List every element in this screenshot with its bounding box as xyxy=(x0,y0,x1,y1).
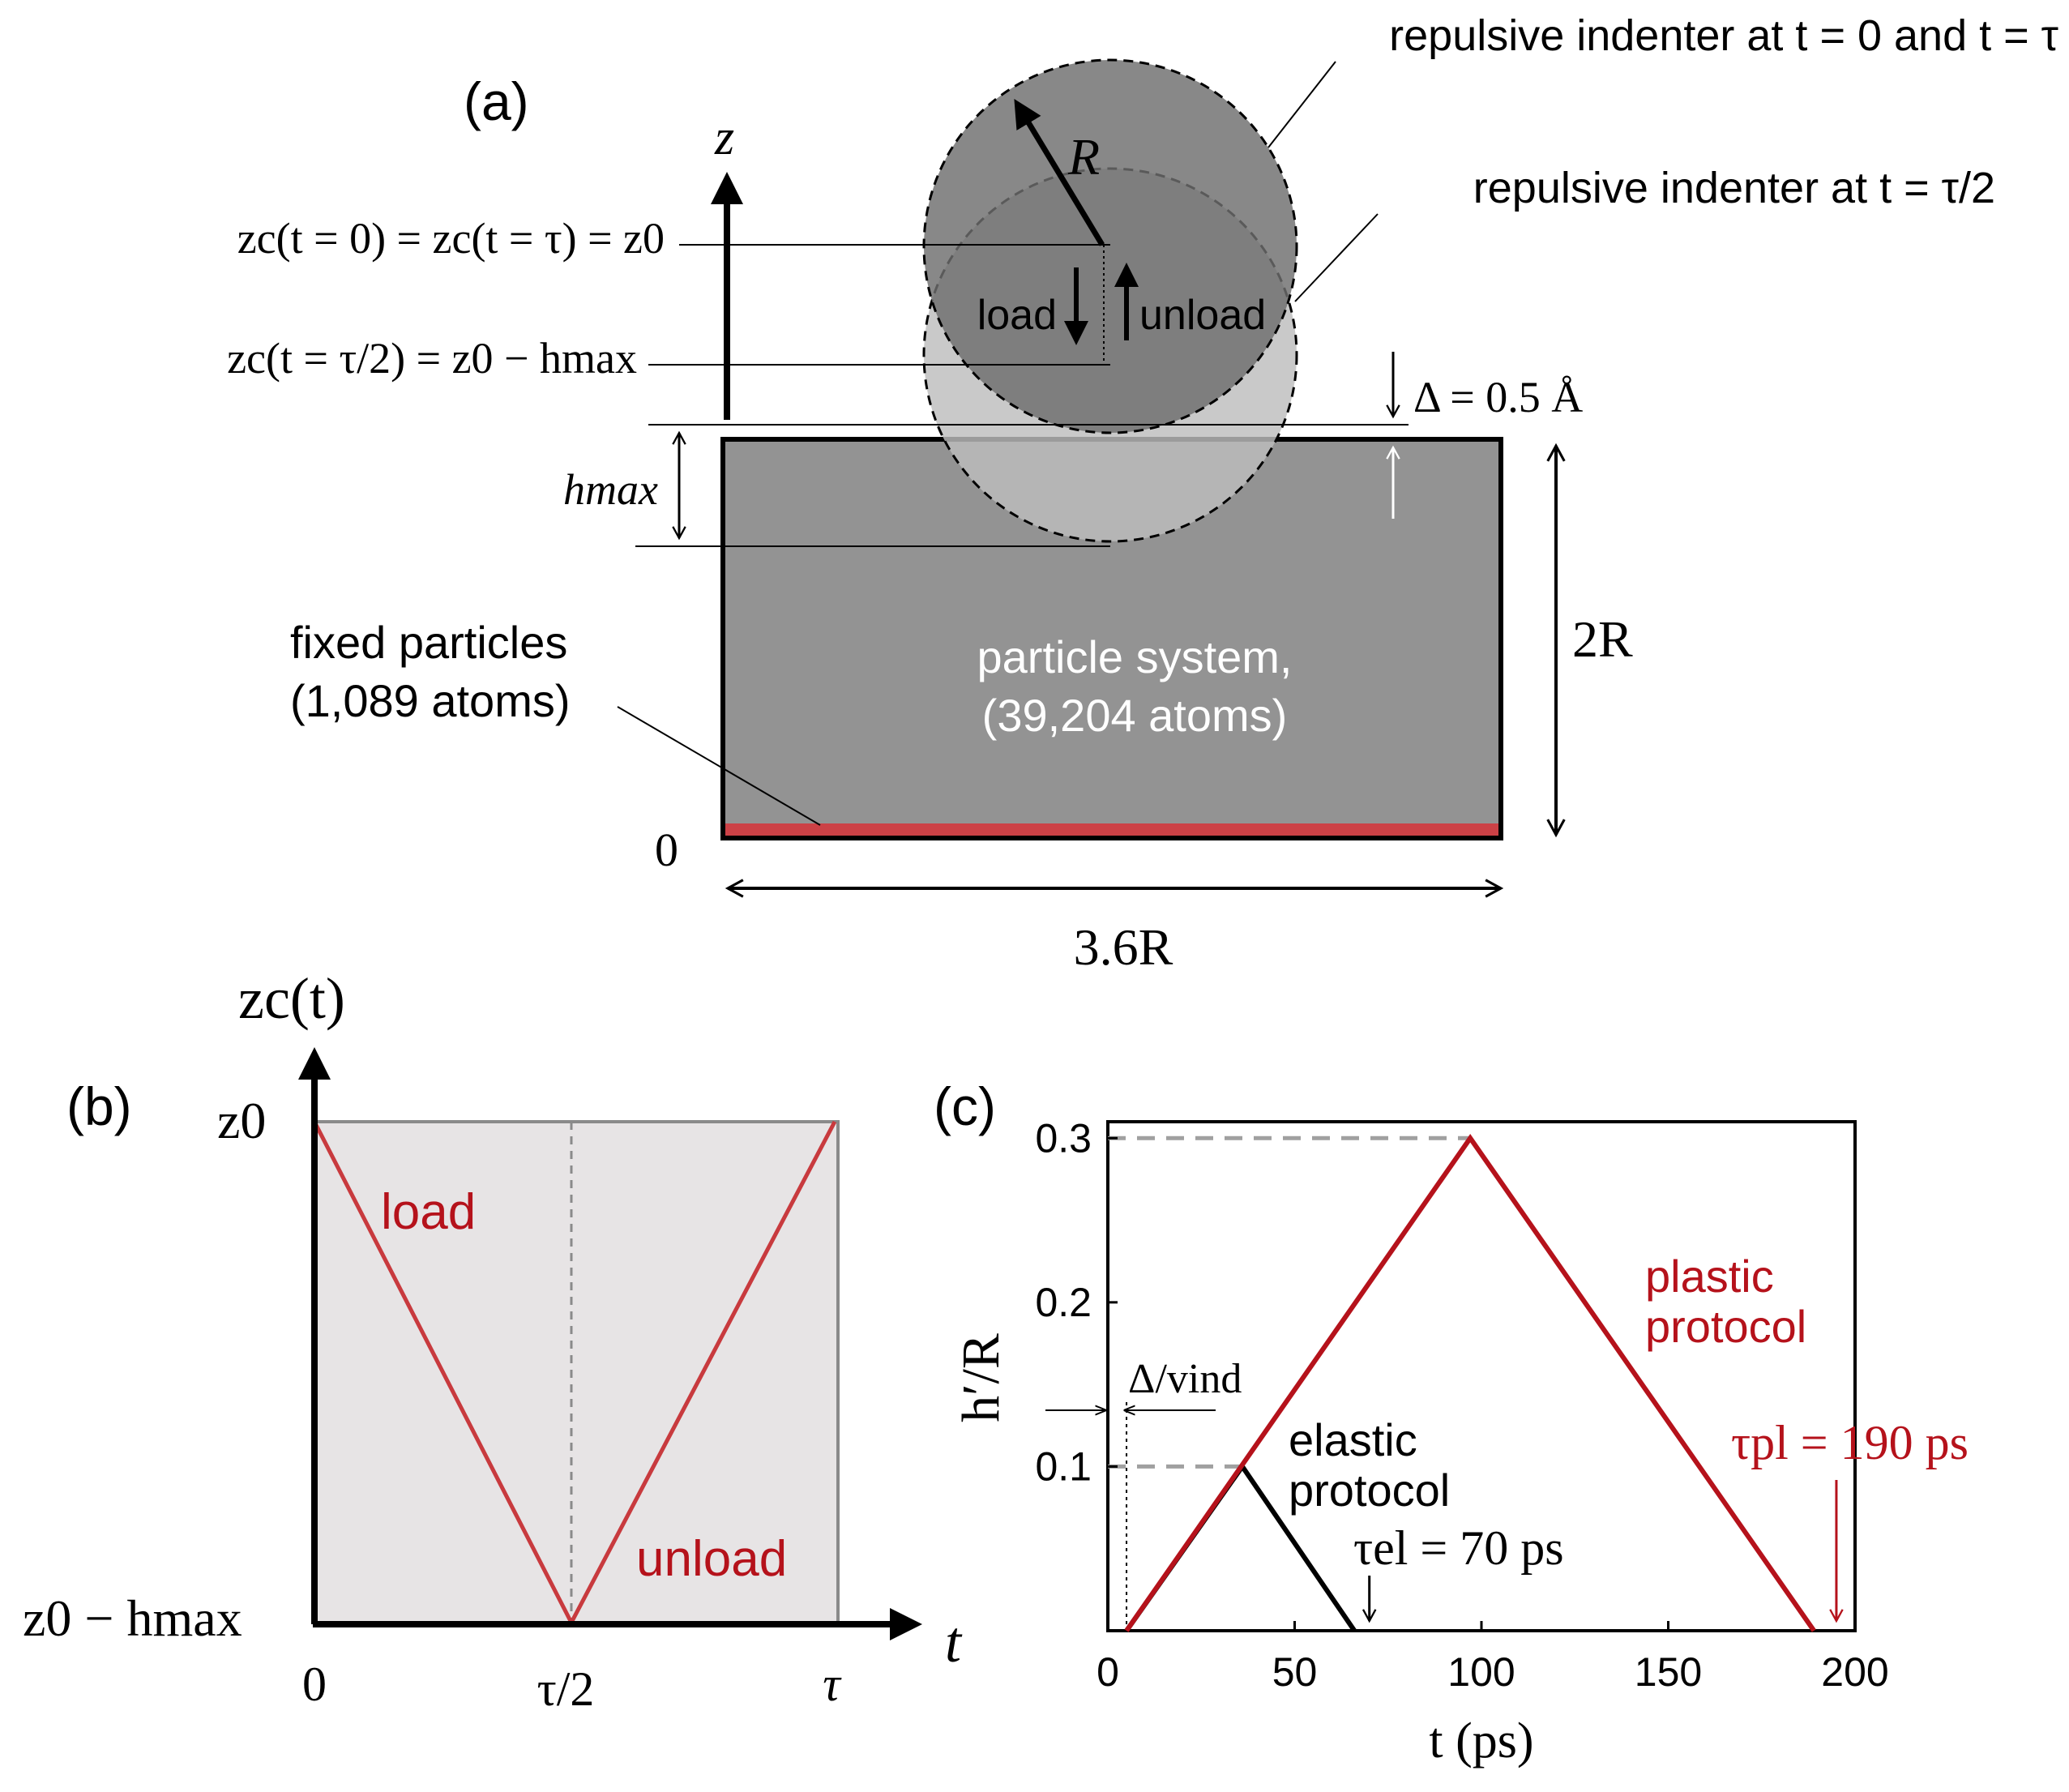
fixed-particles-leader xyxy=(617,706,821,826)
callout-leader-mid xyxy=(1294,213,1379,302)
plastic-label-2: protocol xyxy=(1645,1301,1806,1352)
axis-ticks: 0 50 100 150 200 0.1 0.2 0.3 xyxy=(1035,1115,1888,1695)
fixed-particles-label-1: fixed particles xyxy=(290,617,567,668)
panel-b-y-axis-label: zc(t) xyxy=(238,966,345,1031)
x-tick-label-0: 0 xyxy=(1096,1649,1119,1695)
panel-c-ylabel: h′/R xyxy=(951,1333,1011,1422)
data-series xyxy=(1124,1134,1844,1632)
panel-b-y-top-tick: z0 xyxy=(217,1092,266,1149)
tau-pl-label: τpl = 190 ps xyxy=(1731,1416,1969,1469)
load-label: load xyxy=(977,292,1057,339)
elastic-label-1: elastic xyxy=(1289,1414,1417,1465)
radius-arrow xyxy=(1014,99,1105,246)
fixed-particle-layer xyxy=(725,823,1498,836)
delay-label: Δ/vind xyxy=(1128,1356,1242,1402)
plastic-label-1: plastic xyxy=(1645,1251,1774,1302)
callout-leader-t0 xyxy=(1267,61,1336,148)
x-tick-label-2: 100 xyxy=(1447,1649,1515,1695)
panel-c-plot-frame xyxy=(1106,1120,1857,1632)
fixed-particles-label-2: (1,089 atoms) xyxy=(290,675,571,726)
panel-b-x-tick-tau: τ xyxy=(823,1657,842,1711)
panel-b-plot-area xyxy=(313,1120,840,1624)
particle-system-label-1: particle system, xyxy=(977,631,1293,682)
elastic-label-2: protocol xyxy=(1289,1465,1450,1516)
origin-label: 0 xyxy=(655,823,678,876)
panel-b-x-tick-0: 0 xyxy=(302,1657,327,1711)
z-axis-label: z xyxy=(714,110,734,165)
panel-b: (b) zc(t) t z0 z0 − hmax 0 τ/2 τ load un… xyxy=(23,966,963,1716)
x-tick-label-4: 200 xyxy=(1821,1649,1888,1695)
zc-mid-label: zc(t = τ/2) = z0 − hmax xyxy=(227,334,637,383)
y-tick-label-1: 0.2 xyxy=(1035,1280,1092,1325)
indenter-t0-callout: repulsive indenter at t = 0 and t = τ xyxy=(1389,11,2058,60)
panel-c-label: (c) xyxy=(934,1076,996,1136)
delta-label: Δ = 0.5 Å xyxy=(1413,373,1583,421)
panel-b-x-tick-half: τ/2 xyxy=(537,1662,595,1716)
panel-a-label: (a) xyxy=(464,71,529,131)
indenter-at-t0 xyxy=(922,58,1298,434)
reference-lines xyxy=(1108,1136,1471,1631)
indenter-mid-callout: repulsive indenter at t = τ/2 xyxy=(1473,164,1995,212)
unload-label: unload xyxy=(1139,292,1266,339)
panel-b-label: (b) xyxy=(66,1076,132,1136)
height-label: 2R xyxy=(1572,610,1633,668)
zc-start-label: zc(t = 0) = zc(t = τ) = z0 xyxy=(237,214,665,263)
width-label: 3.6R xyxy=(1074,918,1173,976)
radius-label: R xyxy=(1067,128,1100,186)
panel-c-xlabel: t (ps) xyxy=(1429,1713,1533,1768)
panel-b-load-label: load xyxy=(381,1184,476,1240)
panel-c: (c) 0 50 100 150 200 0.1 0.2 0.3 t (ps) h′/R el… xyxy=(934,1076,1969,1768)
panel-b-x-axis-label: t xyxy=(945,1610,963,1674)
y-tick-label-0: 0.1 xyxy=(1035,1443,1092,1489)
x-tick-label-3: 150 xyxy=(1635,1649,1702,1695)
hmax-label: hmax xyxy=(563,465,658,514)
panel-b-y-bottom-tick: z0 − hmax xyxy=(23,1589,242,1647)
y-tick-label-2: 0.3 xyxy=(1035,1115,1092,1161)
tau-el-label: τel = 70 ps xyxy=(1353,1521,1564,1575)
x-tick-label-1: 50 xyxy=(1272,1649,1318,1695)
panel-b-unload-label: unload xyxy=(636,1531,787,1587)
particle-system-label-2: (39,204 atoms) xyxy=(982,690,1288,741)
series-line-plastic-protocol xyxy=(1124,1134,1816,1632)
panel-a: (a) R load unload z zc(t = 0) = zc(t = τ… xyxy=(227,11,2058,976)
